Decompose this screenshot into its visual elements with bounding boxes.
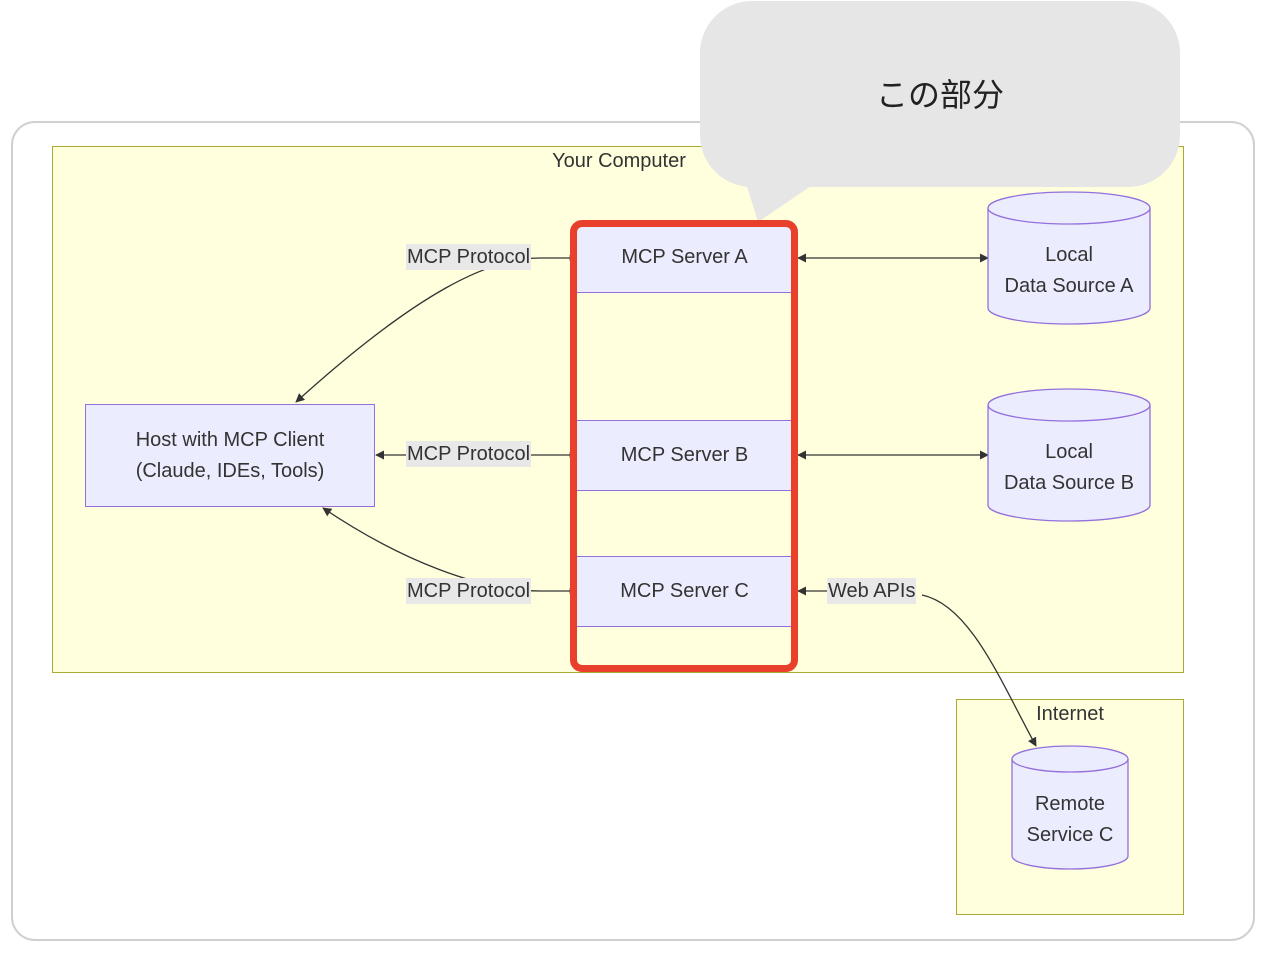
edge-label-web-apis: Web APIs: [827, 578, 917, 604]
node-host: Host with MCP Client (Claude, IDEs, Tool…: [85, 404, 375, 507]
edge-server-c-remote-c: [798, 591, 1036, 746]
node-server-c: MCP Server C: [576, 556, 793, 627]
node-server-a: MCP Server A: [576, 222, 793, 293]
cluster-your-computer-title: Your Computer: [552, 150, 686, 172]
node-remote-c: Remote Service C: [1026, 793, 1114, 846]
edge-label-protocol-b: MCP Protocol: [406, 441, 532, 467]
callout-bubble: [700, 1, 1180, 187]
node-local-a: Local Data Source A: [1004, 244, 1134, 297]
edge-server-a-host: [295, 254, 575, 403]
cylinder-remote-service-c: [1011, 745, 1129, 870]
cylinder-local-data-source-b: [987, 388, 1151, 522]
node-local-b: Local Data Source B: [1003, 441, 1135, 494]
cylinder-local-data-source-a: [987, 191, 1151, 325]
edge-label-protocol-c: MCP Protocol: [406, 578, 532, 604]
edge-label-protocol-a: MCP Protocol: [406, 244, 532, 270]
callout-text: この部分: [875, 77, 1004, 113]
cluster-internet-title: Internet: [1036, 703, 1104, 725]
servers-highlight-box: [570, 220, 798, 672]
